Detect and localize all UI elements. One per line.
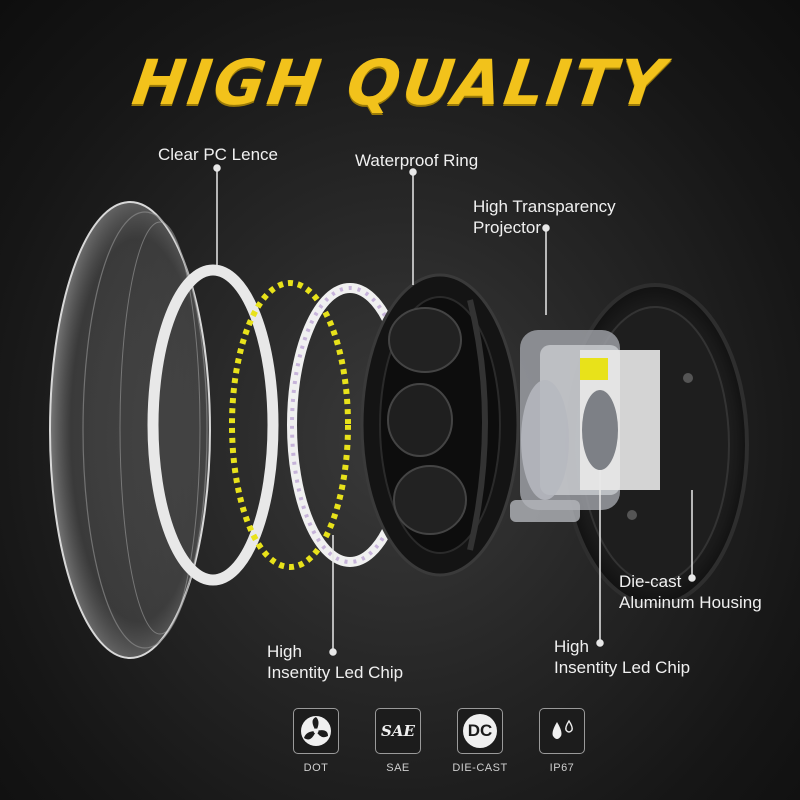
badge-ip67-caption: IP67 bbox=[549, 762, 575, 774]
label-projector-line1: High Transparency bbox=[473, 197, 616, 216]
label-clear-lens: Clear PC Lence bbox=[158, 145, 279, 164]
label-housing-line1: Die-cast bbox=[619, 572, 682, 591]
badge-ip67: IP67 bbox=[532, 708, 592, 774]
badge-dot-caption: DOT bbox=[303, 762, 329, 774]
badge-sae-caption: SAE bbox=[386, 762, 410, 774]
sae-logo-icon: SAE bbox=[375, 708, 421, 754]
label-projector-line2: Projector bbox=[473, 218, 542, 237]
badge-die-cast: DC DIE-CAST bbox=[450, 708, 510, 774]
badge-sae: SAE SAE bbox=[368, 708, 428, 774]
label-housing: Die-cast Aluminum Housing bbox=[619, 571, 762, 613]
led-ring-yellow bbox=[229, 280, 351, 570]
label-housing-line2: Aluminum Housing bbox=[619, 593, 762, 612]
badge-die-cast-caption: DIE-CAST bbox=[452, 762, 508, 774]
projector bbox=[510, 330, 660, 522]
white-ring bbox=[147, 264, 279, 586]
dot-fan-icon bbox=[293, 708, 339, 754]
bezel bbox=[360, 273, 520, 577]
badge-dot: DOT bbox=[286, 708, 346, 774]
label-led-left-line1: High bbox=[267, 642, 302, 661]
label-led-left-line2: Insentity Led Chip bbox=[267, 663, 404, 682]
label-led-left: High Insentity Led Chip bbox=[267, 641, 403, 683]
clear-lens bbox=[49, 201, 211, 659]
certification-badges: DOT SAE SAE DC DIE-CAST IP67 bbox=[0, 708, 800, 788]
label-waterproof-ring: Waterproof Ring bbox=[355, 151, 479, 170]
label-projector: High Transparency Projector bbox=[473, 196, 616, 238]
label-led-right: High Insentity Led Chip bbox=[554, 636, 690, 678]
label-led-right-line2: Insentity Led Chip bbox=[554, 658, 691, 677]
die-cast-icon: DC bbox=[457, 708, 503, 754]
label-led-right-line1: High bbox=[554, 637, 589, 656]
water-drops-icon bbox=[539, 708, 585, 754]
